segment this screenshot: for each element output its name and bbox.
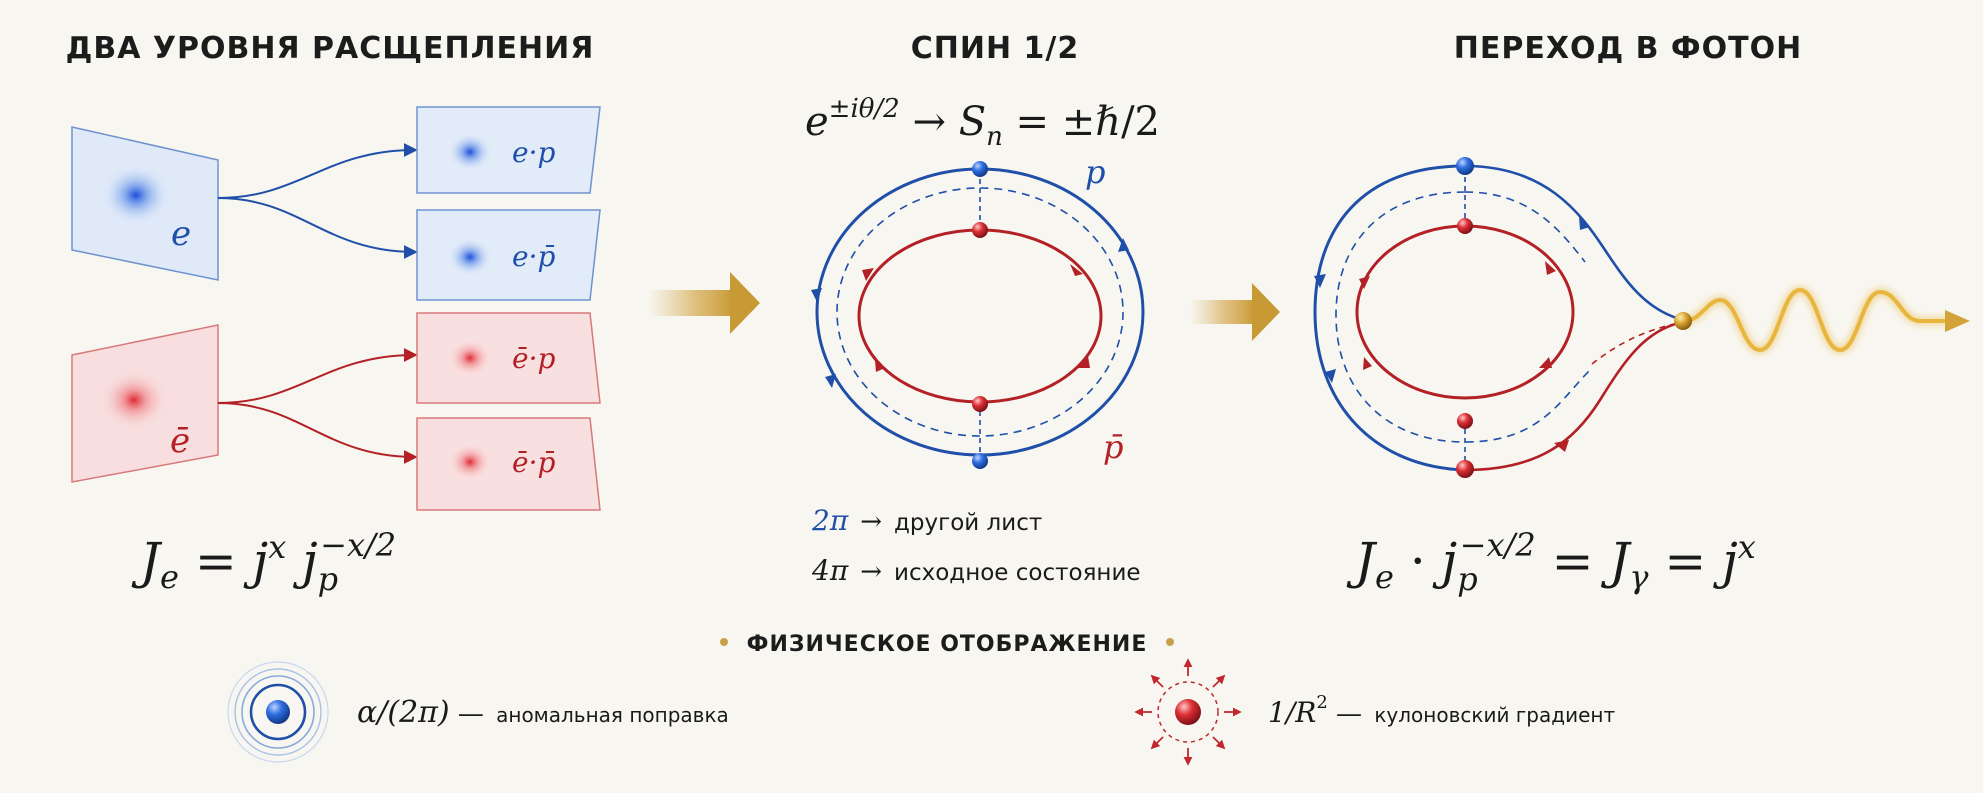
red-density-blob xyxy=(100,370,168,430)
blue-arrowhead xyxy=(811,288,822,302)
dashed-loop xyxy=(836,187,1124,437)
red-arrowhead xyxy=(1077,356,1090,368)
anomalous-correction-icon xyxy=(227,661,329,763)
blue-node xyxy=(1456,157,1474,175)
split-levels-diagram: e ē e·p e·p̄ ē·p ē·p̄ Je = jx jp−x/2 xyxy=(71,106,601,598)
left-panel-title: ДВА УРОВНЯ РАСЩЕПЛЕНИЯ xyxy=(66,31,595,66)
sheet-ebar-label: ē xyxy=(170,421,190,461)
rule-4pi: 4π→исходное состояние xyxy=(811,554,1141,587)
label-p: p xyxy=(1085,153,1105,191)
branch-to-epbar xyxy=(217,197,418,259)
red-arrowhead xyxy=(1359,276,1370,289)
outer-blue-loop-left xyxy=(1313,164,1466,472)
emission-point xyxy=(1674,312,1692,330)
blue-arrowhead xyxy=(1579,216,1590,230)
legend-coulomb: 1/R2 — кулоновский градиент xyxy=(1268,692,1615,729)
red-node xyxy=(972,222,988,238)
leaf-epbar-label: e·p̄ xyxy=(512,240,555,273)
red-arrowhead xyxy=(862,268,874,281)
leaf-ebarpbar-blob xyxy=(448,443,492,481)
red-tail-to-emission xyxy=(1464,320,1684,472)
branch-to-ebarpbar xyxy=(217,402,418,464)
photon-arrowhead xyxy=(1945,310,1970,332)
leaf-ep xyxy=(416,106,601,194)
spin-half-diagram: e±iθ/2 → Sn = ±ℏ/2 p p̄ 2π→другой лист 4… xyxy=(805,94,1160,587)
dashed-loop-right xyxy=(1335,191,1591,443)
leaf-ep-label: e·p xyxy=(512,136,555,169)
blue-density-blob xyxy=(102,165,170,225)
blue-node xyxy=(972,453,988,469)
red-arrowhead xyxy=(875,360,885,372)
red-node xyxy=(1456,460,1474,478)
blue-tail-to-emission xyxy=(1464,164,1684,322)
photon-wave xyxy=(1684,287,1948,353)
phase-formula: e±iθ/2 → Sn = ±ℏ/2 xyxy=(805,94,1160,152)
leaf-ebarp-label: ē·p xyxy=(512,342,555,375)
rule-2pi: 2π→другой лист xyxy=(811,504,1042,537)
branch-to-ep xyxy=(217,143,418,199)
legend-anomalous: α/(2π) — аномальная поправка xyxy=(357,695,729,730)
red-node xyxy=(1457,218,1473,234)
inner-red-loop xyxy=(857,228,1103,404)
leaf-ebarp-blob xyxy=(448,339,492,377)
leaf-ebarpbar xyxy=(416,417,601,511)
leaf-ep-blob xyxy=(448,133,492,171)
red-arrowhead xyxy=(1539,357,1552,368)
transition-arrow-2 xyxy=(1190,283,1280,341)
inner-red-loop-right xyxy=(1355,224,1575,400)
branch-to-ebarp xyxy=(217,348,418,404)
blue-node xyxy=(972,161,988,177)
red-arrowhead xyxy=(1545,261,1556,275)
transition-arrow-1 xyxy=(648,272,760,334)
red-node xyxy=(972,396,988,412)
left-formula: Je = jx jp−x/2 xyxy=(131,526,396,598)
footer-title: ФИЗИЧЕСКОЕ ОТОБРАЖЕНИЕ xyxy=(747,632,1148,657)
blue-arrowhead xyxy=(1314,274,1326,288)
photon-transition-diagram: Je · jp−x/2 = Jγ = jx xyxy=(1313,157,1970,598)
right-panel-title: ПЕРЕХОД В ФОТОН xyxy=(1454,31,1803,66)
leaf-epbar xyxy=(416,209,601,301)
leaf-epbar-blob xyxy=(448,238,492,276)
leaf-ebarp xyxy=(416,312,601,404)
sheet-e-label: e xyxy=(171,214,191,254)
blue-arrowhead xyxy=(825,374,836,388)
middle-panel-title: СПИН 1/2 xyxy=(911,31,1080,66)
red-arrowhead xyxy=(1363,357,1372,370)
red-arrowhead xyxy=(1554,440,1569,452)
coulomb-gradient-icon xyxy=(1134,658,1242,766)
footer-section: ФИЗИЧЕСКОЕ ОТОБРАЖЕНИЕ α/(2π) — аномальн… xyxy=(58,632,1925,766)
red-node xyxy=(1457,413,1473,429)
red-arrowhead xyxy=(1070,264,1083,276)
leaf-ebarpbar-label: ē·p̄ xyxy=(512,446,555,479)
right-formula: Je · jp−x/2 = Jγ = jx xyxy=(1346,526,1756,598)
blue-arrowhead xyxy=(1118,238,1129,252)
label-pbar: p̄ xyxy=(1103,428,1123,466)
blue-arrowhead xyxy=(1325,369,1336,383)
